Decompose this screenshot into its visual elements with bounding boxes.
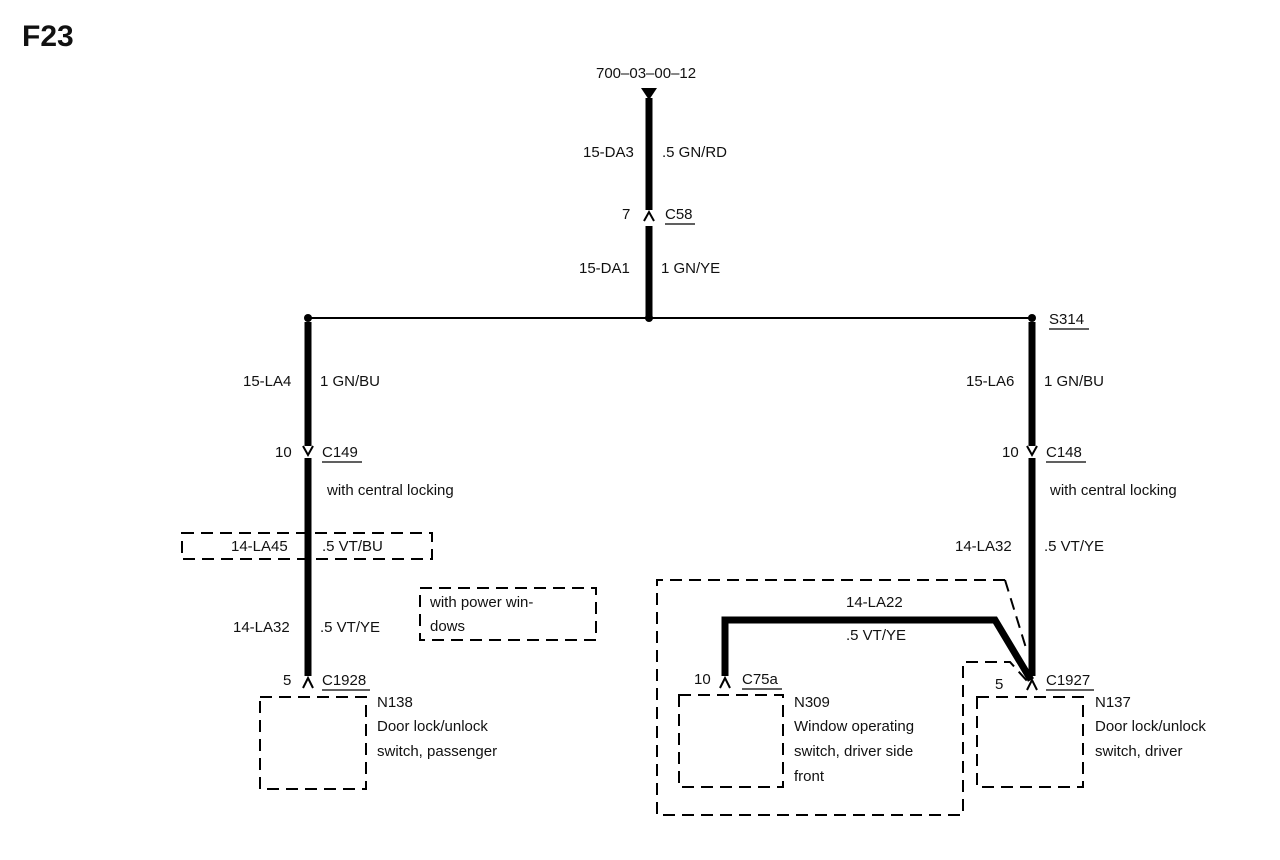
c75a-label: C75a — [742, 671, 779, 688]
wire-15-da1-id: 15-DA1 — [579, 260, 630, 277]
c149-pin: 10 — [275, 444, 292, 461]
n309-component-box — [678, 694, 784, 788]
ground-reference-label: 700–03–00–12 — [596, 65, 696, 82]
wire-14-la45-id: 14-LA45 — [231, 538, 288, 555]
power-windows-note-box — [419, 587, 597, 641]
c58-connector-icon — [643, 209, 655, 222]
n137-desc-line1: Door lock/unlock — [1095, 718, 1206, 735]
wire-15-la4-id: 15-LA4 — [243, 373, 291, 390]
n309-desc-line3: front — [794, 768, 825, 785]
left-junction-dot-icon — [304, 314, 312, 322]
wire-14-la32-left-spec: .5 VT/YE — [320, 619, 380, 636]
left-central-locking-note: with central locking — [326, 482, 454, 499]
n138-component-box — [259, 696, 367, 790]
c148-pin: 10 — [1002, 444, 1019, 461]
wire-15-la6-id: 15-LA6 — [966, 373, 1014, 390]
wire-15-da3-id: 15-DA3 — [583, 144, 634, 161]
n309-desc-line1: Window operating — [794, 718, 914, 735]
optional-wire-box — [181, 532, 433, 560]
wire-15-da1-spec: 1 GN/YE — [661, 260, 720, 277]
c1927-connector-icon — [1026, 677, 1038, 691]
c148-label: C148 — [1046, 444, 1082, 461]
wire-15-la6-spec: 1 GN/BU — [1044, 373, 1104, 390]
c58-pin: 7 — [622, 206, 630, 223]
right-central-locking-note: with central locking — [1049, 482, 1177, 499]
page-code: F23 — [22, 20, 74, 53]
n137-id: N137 — [1095, 694, 1131, 711]
c148-connector-icon — [1026, 445, 1038, 458]
c1928-pin: 5 — [283, 672, 291, 689]
n138-desc-line2: switch, passenger — [377, 743, 497, 760]
wire-14-la32-left-id: 14-LA32 — [233, 619, 290, 636]
wire-14-la22-spec: .5 VT/YE — [846, 627, 906, 644]
power-windows-note-line2: dows — [430, 618, 465, 635]
power-windows-note-line1: with power win- — [429, 594, 533, 611]
right-junction-dot-icon — [1028, 314, 1036, 322]
c1928-connector-icon — [302, 675, 314, 689]
n309-desc-line2: switch, driver side — [794, 743, 913, 760]
wire-14-la32-right-spec: .5 VT/YE — [1044, 538, 1104, 555]
wire-14-la32-right-id: 14-LA32 — [955, 538, 1012, 555]
n309-id: N309 — [794, 694, 830, 711]
c149-connector-icon — [302, 445, 314, 458]
c58-label: C58 — [665, 206, 693, 223]
splice-s314-label: S314 — [1049, 311, 1084, 328]
c75a-pin: 10 — [694, 671, 711, 688]
n138-id: N138 — [377, 694, 413, 711]
c149-label: C149 — [322, 444, 358, 461]
c1927-pin: 5 — [995, 676, 1003, 693]
wire-15-da3-spec: .5 GN/RD — [662, 144, 727, 161]
n137-desc-line2: switch, driver — [1095, 743, 1183, 760]
center-junction-dot-icon — [645, 314, 653, 322]
c1928-label: C1928 — [322, 672, 366, 689]
c75a-connector-icon — [719, 675, 731, 689]
wire-14-la22 — [721, 616, 1035, 682]
wire-14-la45-spec: .5 VT/BU — [322, 538, 383, 555]
wire-14-la22-id: 14-LA22 — [846, 594, 903, 611]
n138-desc-line1: Door lock/unlock — [377, 718, 488, 735]
wire-15-la4-spec: 1 GN/BU — [320, 373, 380, 390]
c1927-label: C1927 — [1046, 672, 1090, 689]
ground-terminal-icon — [641, 88, 657, 100]
power-window-option-outline-diagonal — [1004, 579, 1027, 649]
power-window-option-outline — [656, 579, 1029, 816]
n137-component-box — [976, 696, 1084, 788]
